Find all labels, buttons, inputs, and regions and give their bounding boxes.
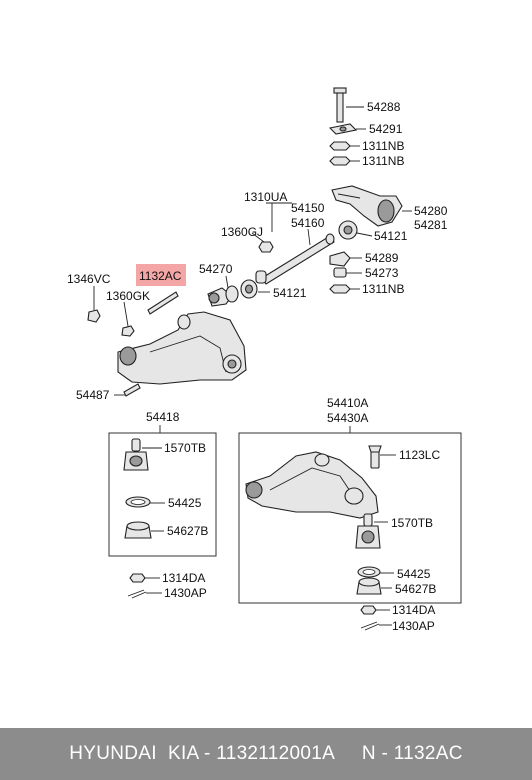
label-54273: 54273 [365, 266, 399, 280]
label-1346vc: 1346VC [67, 272, 111, 286]
label-54627b-a: 54627B [167, 524, 208, 538]
nut-1311nb-a [329, 141, 351, 151]
label-54291: 54291 [369, 122, 403, 136]
label-1570tb-a: 1570TB [164, 441, 206, 455]
bolt-54487 [123, 383, 141, 397]
bushing-54270 [207, 285, 239, 307]
label-1311nb-b: 1311NB [362, 154, 404, 168]
label-54150: 54150 [291, 201, 325, 215]
bolt-54288 [333, 87, 347, 123]
label-54270: 54270 [199, 262, 233, 276]
label-54410a: 54410A [327, 396, 368, 410]
label-1570tb-b: 1570TB [391, 516, 433, 530]
boot-54425-b [357, 566, 381, 578]
bushing-54121-b [240, 270, 267, 299]
part-number-footer: HYUNDAI KIA - 1132112001A N - 1132AC [0, 728, 532, 780]
nut-1360gk [121, 325, 135, 337]
label-1360gk: 1360GK [106, 289, 150, 303]
label-1311nb-c: 1311NB [362, 282, 404, 296]
parts-diagram: 54288 54291 1311NB 1311NB 54280 54281 54… [67, 87, 462, 633]
label-54289: 54289 [365, 251, 399, 265]
dust-cover-54627b-a [124, 521, 152, 539]
dust-cover-54627b-b [356, 577, 382, 595]
nut-1360gj [258, 241, 274, 253]
label-1314da-a: 1314DA [162, 571, 205, 585]
label-1430ap-b: 1430AP [392, 619, 435, 633]
label-54121-b: 54121 [273, 286, 307, 300]
label-1123lc: 1123LC [399, 448, 440, 462]
ball-joint-1570tb-a [123, 438, 149, 471]
label-54430a: 54430A [327, 411, 368, 425]
label-54487: 54487 [76, 388, 110, 402]
label-1430ap-a: 1430AP [164, 586, 207, 600]
nut-1314da-b [360, 605, 377, 615]
label-54425-a: 54425 [168, 496, 202, 510]
label-1132ac: 1132AC [139, 269, 182, 283]
bumper-54289 [329, 251, 351, 267]
footer-text: HYUNDAI KIA - 1132112001A N - 1132AC [69, 743, 463, 764]
label-1310ua: 1310UA [244, 190, 287, 204]
bolt-1132ac [147, 291, 179, 315]
shaft-54150 [261, 233, 335, 285]
label-54280: 54280 [414, 204, 448, 218]
bolt-1123lc [368, 445, 382, 469]
label-54160: 54160 [291, 216, 325, 230]
highlight-1132ac [136, 264, 186, 286]
label-54425-b: 54425 [397, 567, 431, 581]
bushing-54121-a [338, 220, 358, 240]
upper-control-arm [117, 311, 247, 385]
boot-54425-a [125, 496, 151, 508]
label-54121-a: 54121 [374, 229, 408, 243]
washer-54273 [333, 267, 347, 278]
label-1311nb-a: 1311NB [362, 139, 404, 153]
label-1360gj: 1360GJ [221, 225, 263, 239]
box-54418 [108, 432, 217, 557]
box-54410a [238, 432, 462, 604]
nut-1311nb-c [329, 284, 351, 294]
ball-joint-1570tb-b [355, 513, 381, 549]
nut-1314da-a [129, 573, 146, 583]
label-1314da-b: 1314DA [392, 603, 435, 617]
bracket-54280 [331, 185, 403, 227]
washer-54291 [328, 123, 358, 135]
lower-control-arm [245, 451, 379, 519]
cotter-pin-1430ap-a [127, 589, 147, 599]
nut-1346vc [87, 309, 101, 323]
label-54281: 54281 [414, 218, 448, 232]
label-54627b-b: 54627B [395, 582, 436, 596]
label-54288: 54288 [367, 100, 401, 114]
nut-1311nb-b [329, 156, 351, 166]
cotter-pin-1430ap-b [360, 621, 380, 631]
label-54418: 54418 [146, 410, 180, 424]
